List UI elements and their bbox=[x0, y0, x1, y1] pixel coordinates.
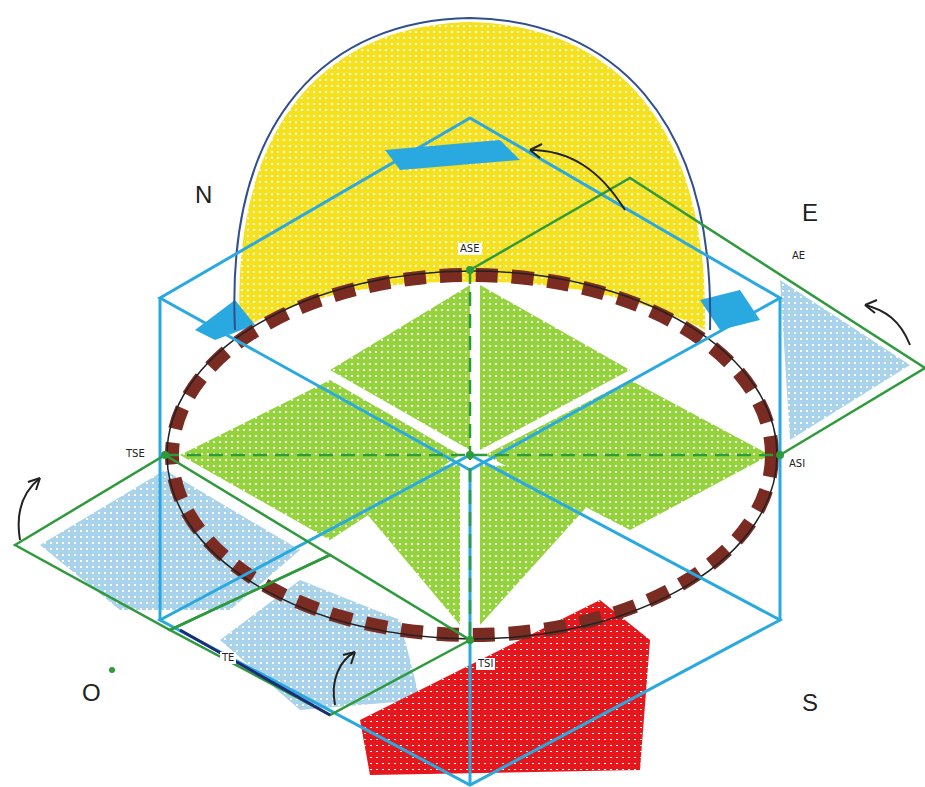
point-label: AE bbox=[790, 250, 807, 262]
point-label: TE bbox=[220, 652, 236, 664]
point-label: ASE bbox=[458, 243, 482, 255]
point-label: TSE bbox=[124, 448, 147, 460]
compass-label: E bbox=[800, 200, 820, 226]
compass-label: N bbox=[193, 182, 214, 208]
compass-label: O bbox=[80, 680, 103, 706]
point-label: ASI bbox=[787, 458, 807, 470]
compass-label: S bbox=[800, 690, 820, 716]
point-label: TSI bbox=[476, 658, 495, 670]
